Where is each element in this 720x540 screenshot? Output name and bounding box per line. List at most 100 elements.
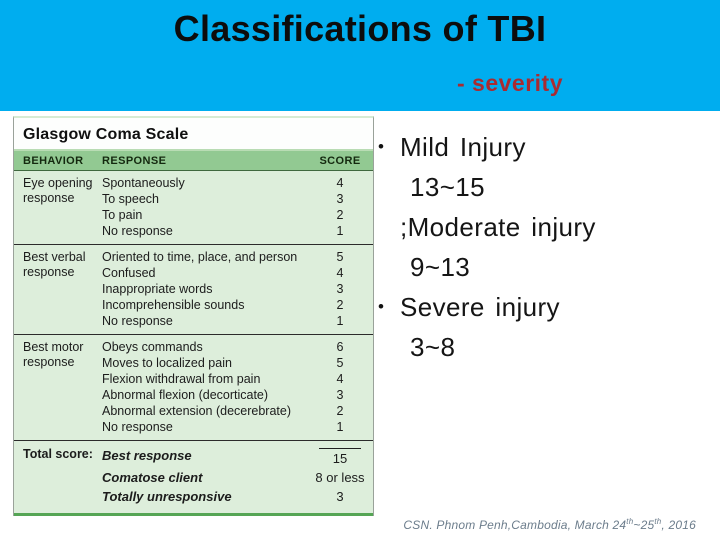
response-cell: Obeys commands (102, 340, 203, 354)
score-cell: 2 (336, 208, 344, 222)
table-row: Abnormal flexion (decorticate) 3 (102, 387, 373, 403)
footer-credit: CSN. Phnom Penh,Cambodia, March 24th~25t… (403, 517, 696, 532)
list-item-text: 3~8 (410, 332, 456, 362)
response-cell: To speech (102, 192, 159, 206)
list-item: ;Moderate injury (378, 207, 713, 247)
table-row: Moves to localized pain 5 (102, 355, 373, 371)
footer-superscript-th1: th (626, 517, 634, 526)
footer-text-part3: , 2016 (661, 518, 696, 532)
bullet-marker (378, 327, 400, 367)
response-cell: No response (102, 224, 173, 238)
table-row: Obeys commands 6 (102, 339, 373, 355)
table-row: Abnormal extension (decerebrate) 2 (102, 403, 373, 419)
table-row: Inappropriate words 3 (102, 281, 373, 297)
score-cell: 5 (336, 250, 344, 264)
table-title: Glasgow Coma Scale (23, 126, 189, 143)
response-cell: Abnormal extension (decerebrate) (102, 404, 291, 418)
severity-bullet-list: • Mild Injury 13~15 ;Moderate injury 9~13 • Se… (378, 127, 713, 367)
table-section: Best verbal response Oriented to time, pl… (14, 244, 373, 334)
glasgow-coma-scale-figure: Glasgow Coma Scale BEHAVIOR RESPONSE SCORE… (13, 116, 374, 516)
score-cell: 3 (336, 282, 344, 296)
slide-title: Classifications of TBI (173, 8, 547, 49)
table-row: To speech 3 (102, 191, 373, 207)
table-row: To pain 2 (102, 207, 373, 223)
response-cell: Comatose client (102, 470, 203, 485)
bullet-marker (378, 247, 400, 287)
response-cell: No response (102, 314, 173, 328)
score-cell: 3 (336, 192, 344, 206)
column-header-behavior: BEHAVIOR (23, 155, 84, 167)
response-cell: Spontaneously (102, 176, 185, 190)
table-row: Comatose client 8 or less (102, 468, 373, 487)
score-cell: 3 (336, 388, 344, 402)
response-cell: No response (102, 420, 173, 434)
score-cell: 4 (336, 266, 344, 280)
slide-header-band: Classifications of TBI - severity (0, 0, 720, 111)
footer-superscript-th2: th (654, 517, 662, 526)
bullet-marker (378, 167, 400, 207)
footer-text-part1: CSN. Phnom Penh,Cambodia, March 24 (403, 518, 627, 532)
behavior-cell: Best motor response (23, 340, 84, 369)
score-cell: 1 (336, 224, 344, 238)
response-cell: Flexion withdrawal from pain (102, 372, 261, 386)
score-cell: 1 (336, 420, 344, 434)
score-cell: 2 (336, 298, 344, 312)
bullet-marker: • (378, 137, 385, 156)
score-cell: 6 (336, 340, 344, 354)
behavior-cell: Total score: (23, 447, 93, 461)
list-item-text: 9~13 (410, 252, 471, 282)
table-header-row: BEHAVIOR RESPONSE SCORE (14, 149, 373, 171)
list-item-text: 13~15 (410, 172, 486, 202)
table-row: No response 1 (102, 223, 373, 239)
column-header-response: RESPONSE (102, 155, 167, 167)
table-row: Oriented to time, place, and person 5 (102, 249, 373, 265)
table-row: Spontaneously 4 (102, 175, 373, 191)
table-row: Best response 15 (102, 446, 373, 468)
response-cell: Incomprehensible sounds (102, 298, 245, 312)
table-green-area: BEHAVIOR RESPONSE SCORE Eye opening respon… (14, 149, 373, 516)
list-item: • Mild Injury (378, 127, 713, 167)
response-cell: Oriented to time, place, and person (102, 250, 298, 264)
list-item: 13~15 (378, 167, 713, 207)
response-cell: Best response (102, 448, 192, 463)
footer-text-part2: ~25 (633, 518, 655, 532)
score-cell: 15 (307, 446, 373, 468)
score-cell: 3 (336, 489, 344, 504)
behavior-cell: Eye opening response (23, 176, 93, 205)
response-cell: Confused (102, 266, 156, 280)
list-item: 3~8 (378, 327, 713, 367)
response-cell: Abnormal flexion (decorticate) (102, 388, 269, 402)
table-row: Incomprehensible sounds 2 (102, 297, 373, 313)
score-cell: 4 (336, 176, 344, 190)
table-row: Confused 4 (102, 265, 373, 281)
list-item-text: ;Moderate injury (400, 212, 596, 242)
score-cell: 2 (336, 404, 344, 418)
bullet-marker: • (378, 297, 385, 316)
response-cell: Moves to localized pain (102, 356, 232, 370)
table-row: No response 1 (102, 313, 373, 329)
list-item: • Severe injury (378, 287, 713, 327)
list-item-text: Mild Injury (400, 132, 526, 162)
list-item-text: Severe injury (400, 292, 560, 322)
score-cell: 8 or less (315, 470, 365, 485)
table-row: No response 1 (102, 419, 373, 435)
response-cell: To pain (102, 208, 143, 222)
column-header-score: SCORE (319, 155, 361, 167)
list-item: 9~13 (378, 247, 713, 287)
slide-subtitle: - severity (456, 70, 563, 96)
score-cell: 1 (336, 314, 344, 328)
score-cell: 5 (336, 356, 344, 370)
behavior-cell: Best verbal response (23, 250, 86, 279)
score-cell: 4 (336, 372, 344, 386)
response-cell: Inappropriate words (102, 282, 213, 296)
